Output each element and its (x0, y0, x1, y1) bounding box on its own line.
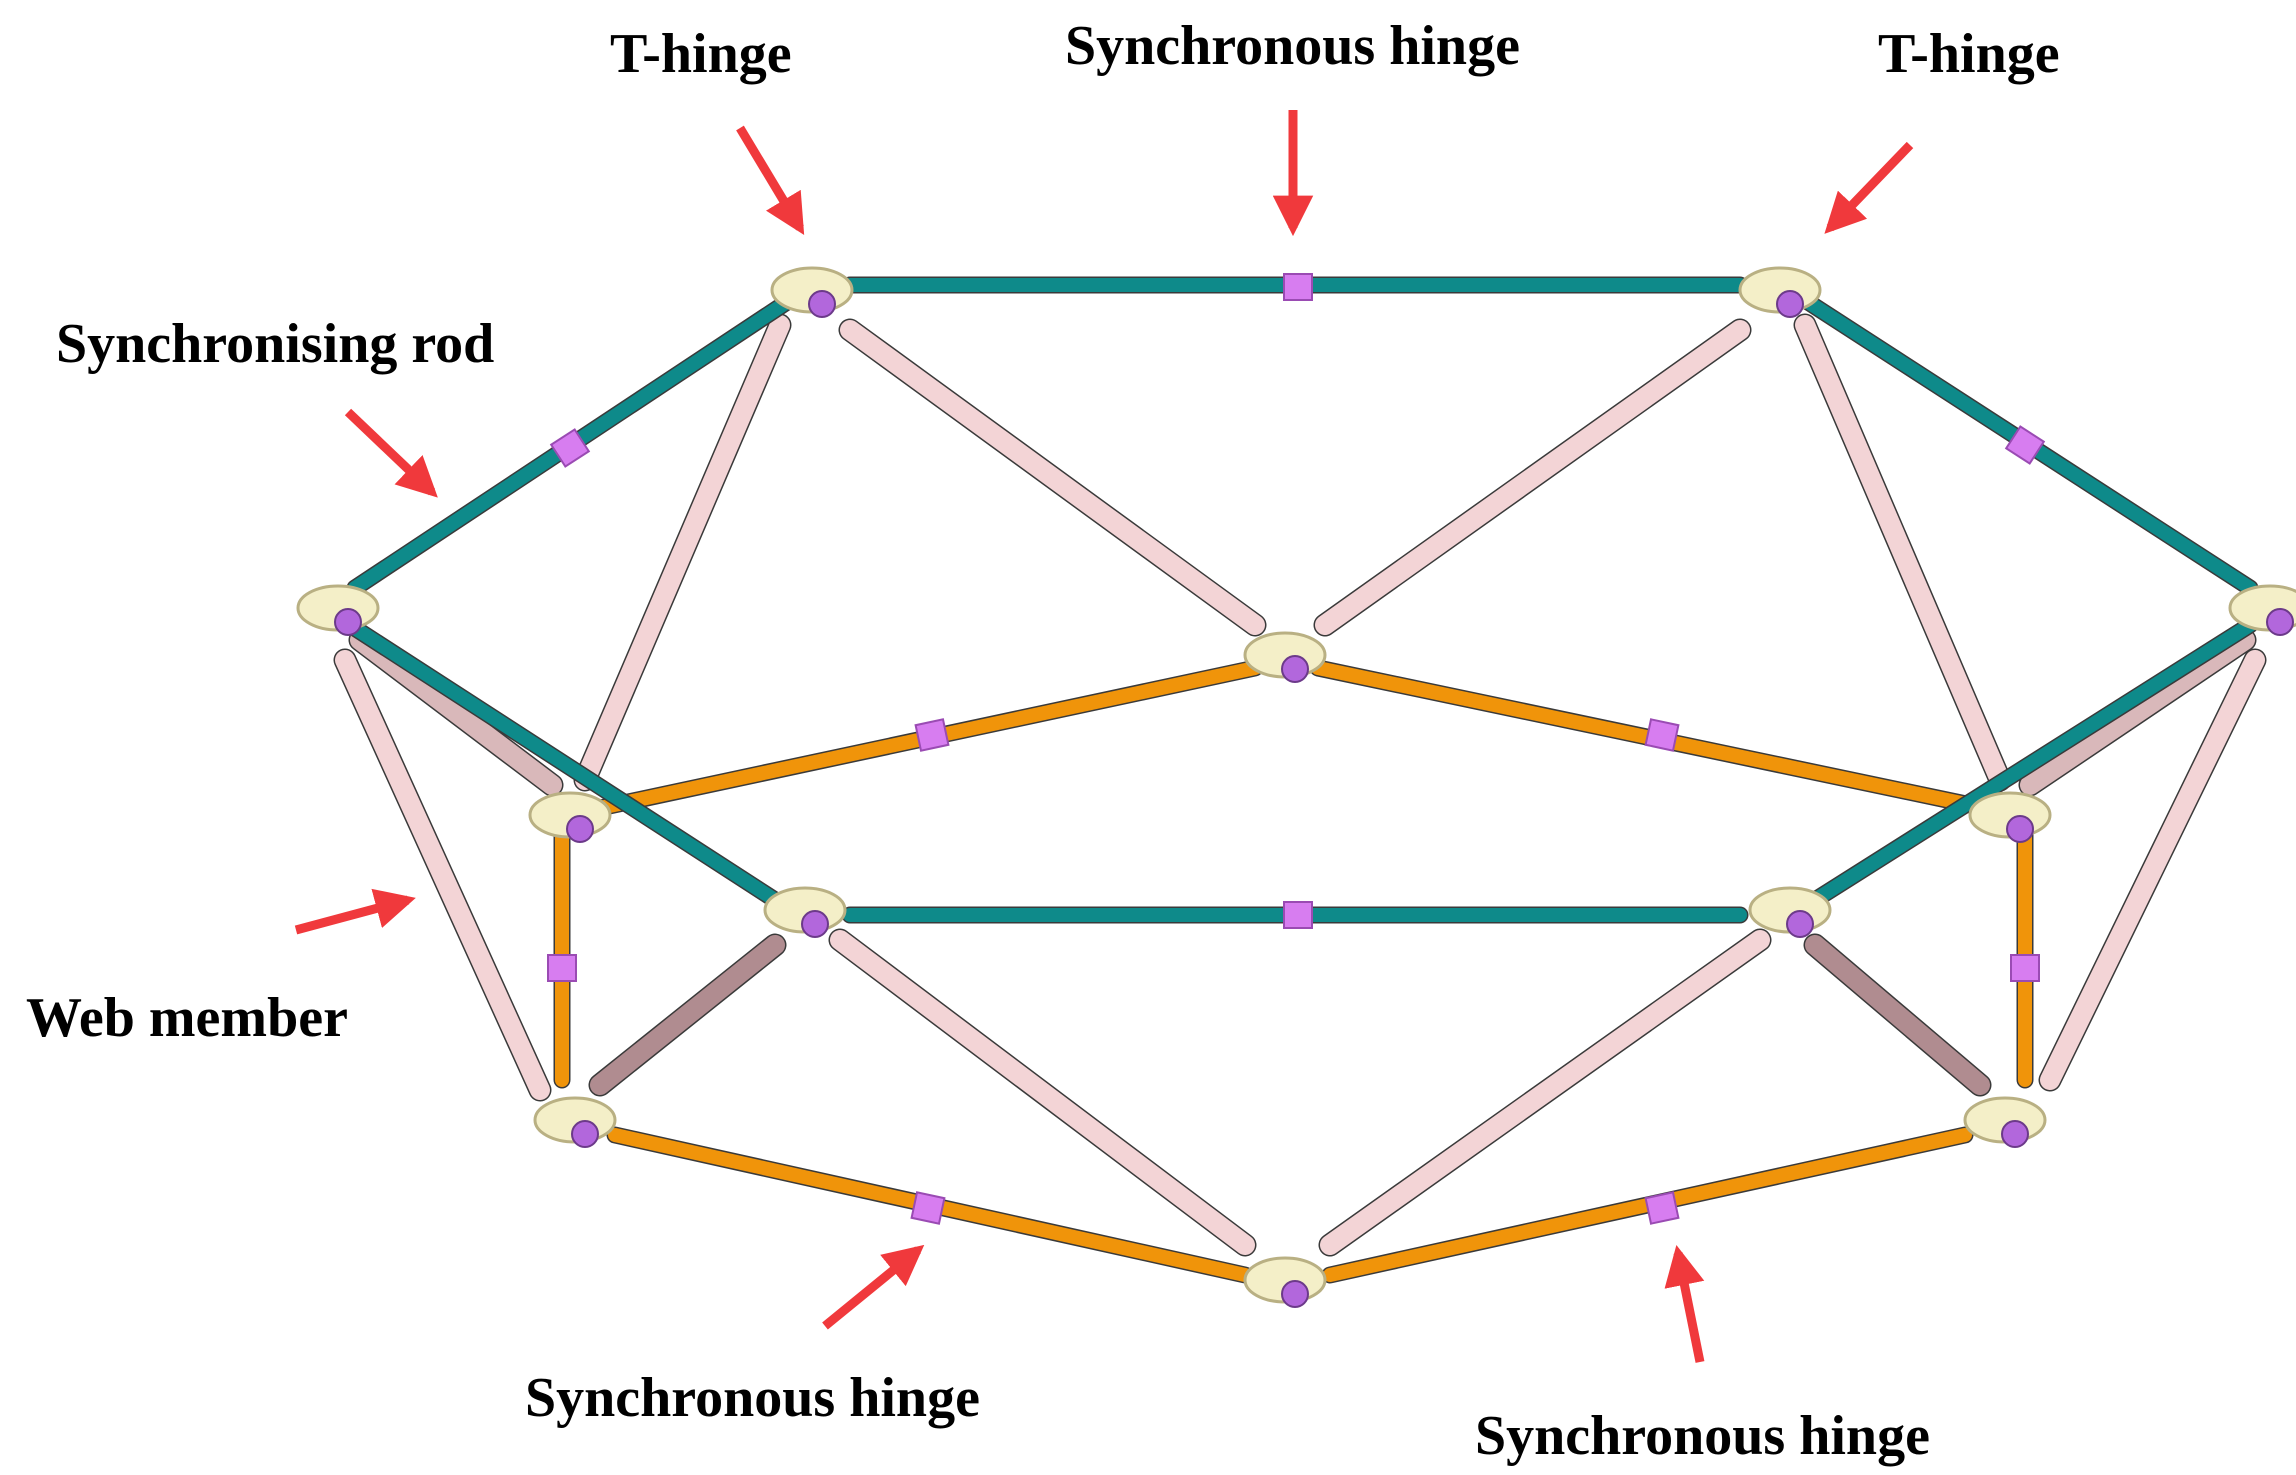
hinge-fr-pin (2006, 815, 2034, 843)
block-top (1283, 273, 1313, 301)
label-sync-hinge-top: Synchronous hinge (1065, 15, 1520, 77)
block-vert-right (2010, 954, 2040, 982)
label-sync-hinge-bottom-right: Synchronous hinge (1475, 1405, 1930, 1467)
hinge-br-pin (2001, 1120, 2029, 1148)
web-tr-fr (1795, 315, 2010, 790)
hinge-mr-pin (2266, 608, 2294, 636)
hinge-tr-pin (1776, 290, 1804, 318)
block-bot-left (910, 1191, 946, 1225)
hinge-bl-pin (571, 1120, 599, 1148)
hinge-nodes (296, 266, 2296, 1308)
hinge-ir-pin (1786, 910, 1814, 938)
web-il-bl (590, 935, 785, 1095)
arrow-sync-hinge-bottom-left (822, 1244, 925, 1330)
web-ml-fl (350, 630, 562, 795)
hinge-il-pin (801, 910, 829, 938)
block-mid-right (1644, 718, 1680, 752)
teal-ml-il (343, 618, 782, 907)
block-vert-left (547, 954, 577, 982)
hinge-tl-pin (808, 290, 836, 318)
arrow-t-hinge-right (1824, 141, 1914, 234)
web-mr-br (2040, 650, 2265, 1090)
web-tr-cm (1315, 320, 1750, 635)
web-tl-fl (575, 315, 790, 790)
synchronous-blocks (547, 273, 2046, 1225)
hinge-ml-pin (334, 608, 362, 636)
web-members-back (333, 313, 2267, 1102)
block-bot-right (1644, 1191, 1680, 1225)
block-right-teal (2004, 425, 2046, 465)
orange-middle-ring (591, 659, 1994, 817)
hinge-fl-pin (566, 815, 594, 843)
teal-top-ring (346, 276, 2259, 597)
teal-ir-mr (1808, 618, 2257, 907)
hinge-bc-pin (1281, 1280, 1309, 1308)
label-web-member: Web member (26, 987, 348, 1049)
web-members-front (348, 628, 2257, 1257)
block-left-teal (549, 428, 591, 468)
arrow-sync-hinge-bottom-right (1664, 1245, 1705, 1363)
label-sync-hinge-bottom-left: Synchronous hinge (525, 1367, 980, 1429)
web-tl-cm (840, 320, 1265, 635)
annotation-arrows (294, 110, 1914, 1363)
label-t-hinge-left: T-hinge (610, 23, 792, 85)
arrow-web-member (294, 888, 416, 935)
block-mid-left (914, 718, 950, 752)
web-ir-br (1805, 935, 1990, 1095)
arrow-sync-rod (344, 408, 438, 498)
hinge-center-mid-pin (1281, 655, 1309, 683)
web-il-bc (830, 930, 1255, 1255)
web-ir-bc (1320, 930, 1770, 1255)
label-t-hinge-right: T-hinge (1878, 23, 2060, 85)
web-ml-bl (335, 650, 550, 1100)
label-sync-rod: Synchronising rod (56, 313, 495, 375)
web-mr-fr (2020, 630, 2255, 795)
arrow-t-hinge-left (736, 125, 805, 235)
block-front-teal (1283, 901, 1313, 929)
